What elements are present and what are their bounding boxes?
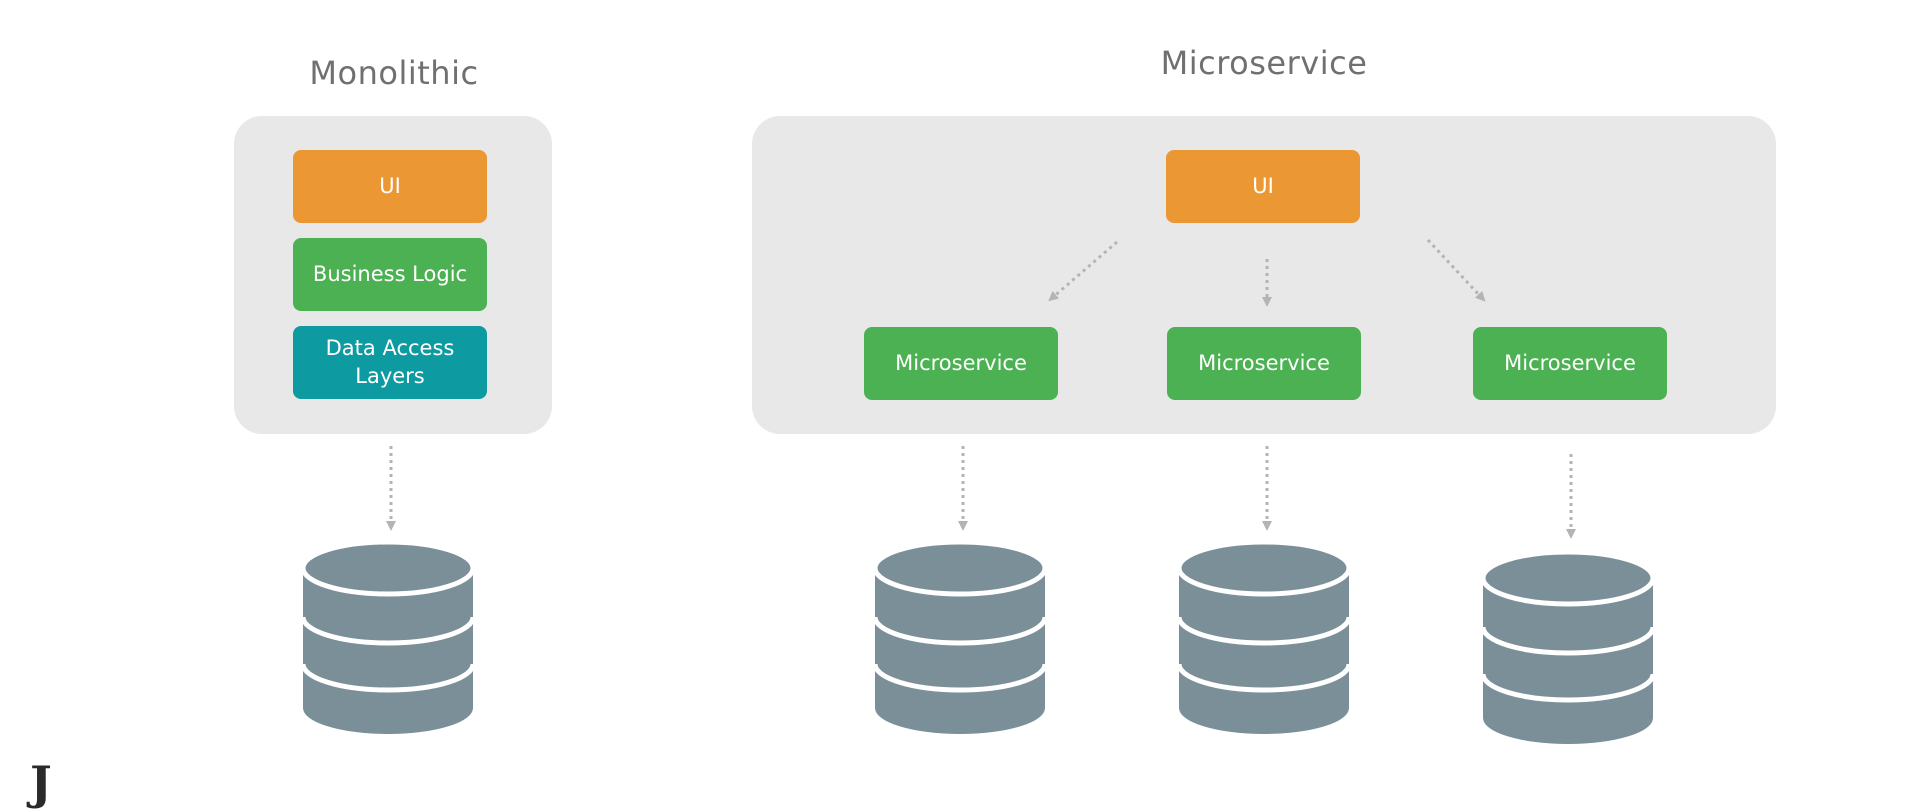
microservice-ui-box: UI xyxy=(1166,150,1360,223)
microservice-box-3: Microservice xyxy=(1473,327,1667,400)
database-icon xyxy=(1176,539,1352,734)
microservice-box-2: Microservice xyxy=(1167,327,1361,400)
dotted-arrow-icon xyxy=(1426,238,1486,302)
microservice-box-1: Microservice xyxy=(864,327,1058,400)
microservice-title: Microservice xyxy=(1160,44,1368,82)
database-icon xyxy=(1480,549,1656,744)
monolithic-ui-box: UI xyxy=(293,150,487,223)
data-access-layers-box: Data Access Layers xyxy=(293,326,487,399)
database-icon xyxy=(300,539,476,734)
dotted-arrow-icon xyxy=(1048,240,1118,302)
business-logic-box: Business Logic xyxy=(293,238,487,311)
monolithic-title: Monolithic xyxy=(309,54,479,92)
brand-logo: J xyxy=(30,756,52,810)
database-icon xyxy=(872,539,1048,734)
